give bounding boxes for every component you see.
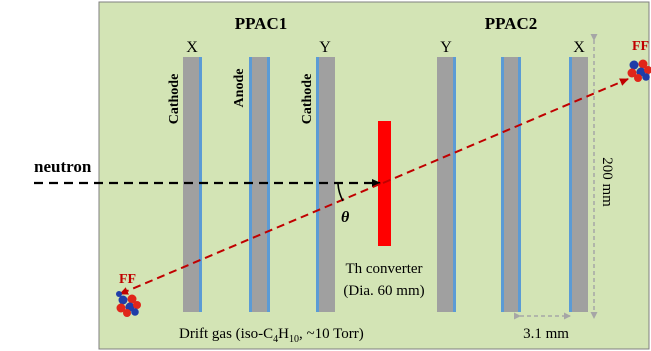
ppac2-x-cathode-plate: [571, 57, 588, 312]
ppac1-anode-plate: [251, 57, 269, 312]
gap-dimension-label: 3.1 mm: [523, 326, 569, 342]
drift-gas-label: Drift gas (iso-C4H10, ~10 Torr): [179, 326, 364, 345]
nucleus-cluster-icon: [627, 59, 651, 82]
ppac2-anode-plate: [503, 57, 520, 312]
anode-label: Anode: [232, 69, 247, 108]
ff-trajectory-left-arrow: [119, 183, 381, 295]
ppac1-y-cathode-edge: [316, 57, 319, 312]
ff-trajectory-right-arrow: [382, 78, 629, 184]
cathode-left-label: Cathode: [167, 74, 182, 125]
converter-label-line1: Th converter: [345, 261, 422, 277]
ff-left-label: FF: [119, 272, 136, 287]
nucleus-cluster-icon: [116, 291, 141, 317]
ppac2-y-cathode-edge: [453, 57, 456, 312]
th-converter: [378, 121, 391, 246]
electrode-plates: [183, 57, 588, 312]
ppac2-label: PPAC2: [485, 14, 538, 33]
ppac1-x-cathode-plate: [183, 57, 201, 312]
ff-right-label: FF: [632, 39, 649, 54]
ppac1-label: PPAC1: [235, 14, 288, 33]
ppac1-x-cathode-edge: [199, 57, 202, 312]
ppac2-y-cathode-plate: [437, 57, 455, 312]
ppac1-anode-edge-right: [267, 57, 270, 312]
theta-label: θ: [341, 209, 350, 226]
ppac2-anode-edge: [501, 57, 504, 312]
ppac2-anode-edge-right: [518, 57, 521, 312]
ppac1-y-cathode-plate: [318, 57, 335, 312]
ppac1-x-axis-label: X: [186, 39, 198, 56]
ppac1-anode-edge: [249, 57, 252, 312]
ppac2-x-cathode-edge: [569, 57, 572, 312]
height-dimension-label: 200 mm: [599, 157, 615, 207]
ppac2-x-axis-label: X: [573, 39, 585, 56]
theta-angle-arc: [337, 183, 344, 202]
converter-label-line2: (Dia. 60 mm): [343, 283, 424, 299]
ppac2-y-axis-label: Y: [440, 39, 452, 56]
neutron-label: neutron: [34, 157, 92, 176]
cathode-right-label: Cathode: [300, 74, 315, 125]
ppac1-y-axis-label: Y: [319, 39, 331, 56]
